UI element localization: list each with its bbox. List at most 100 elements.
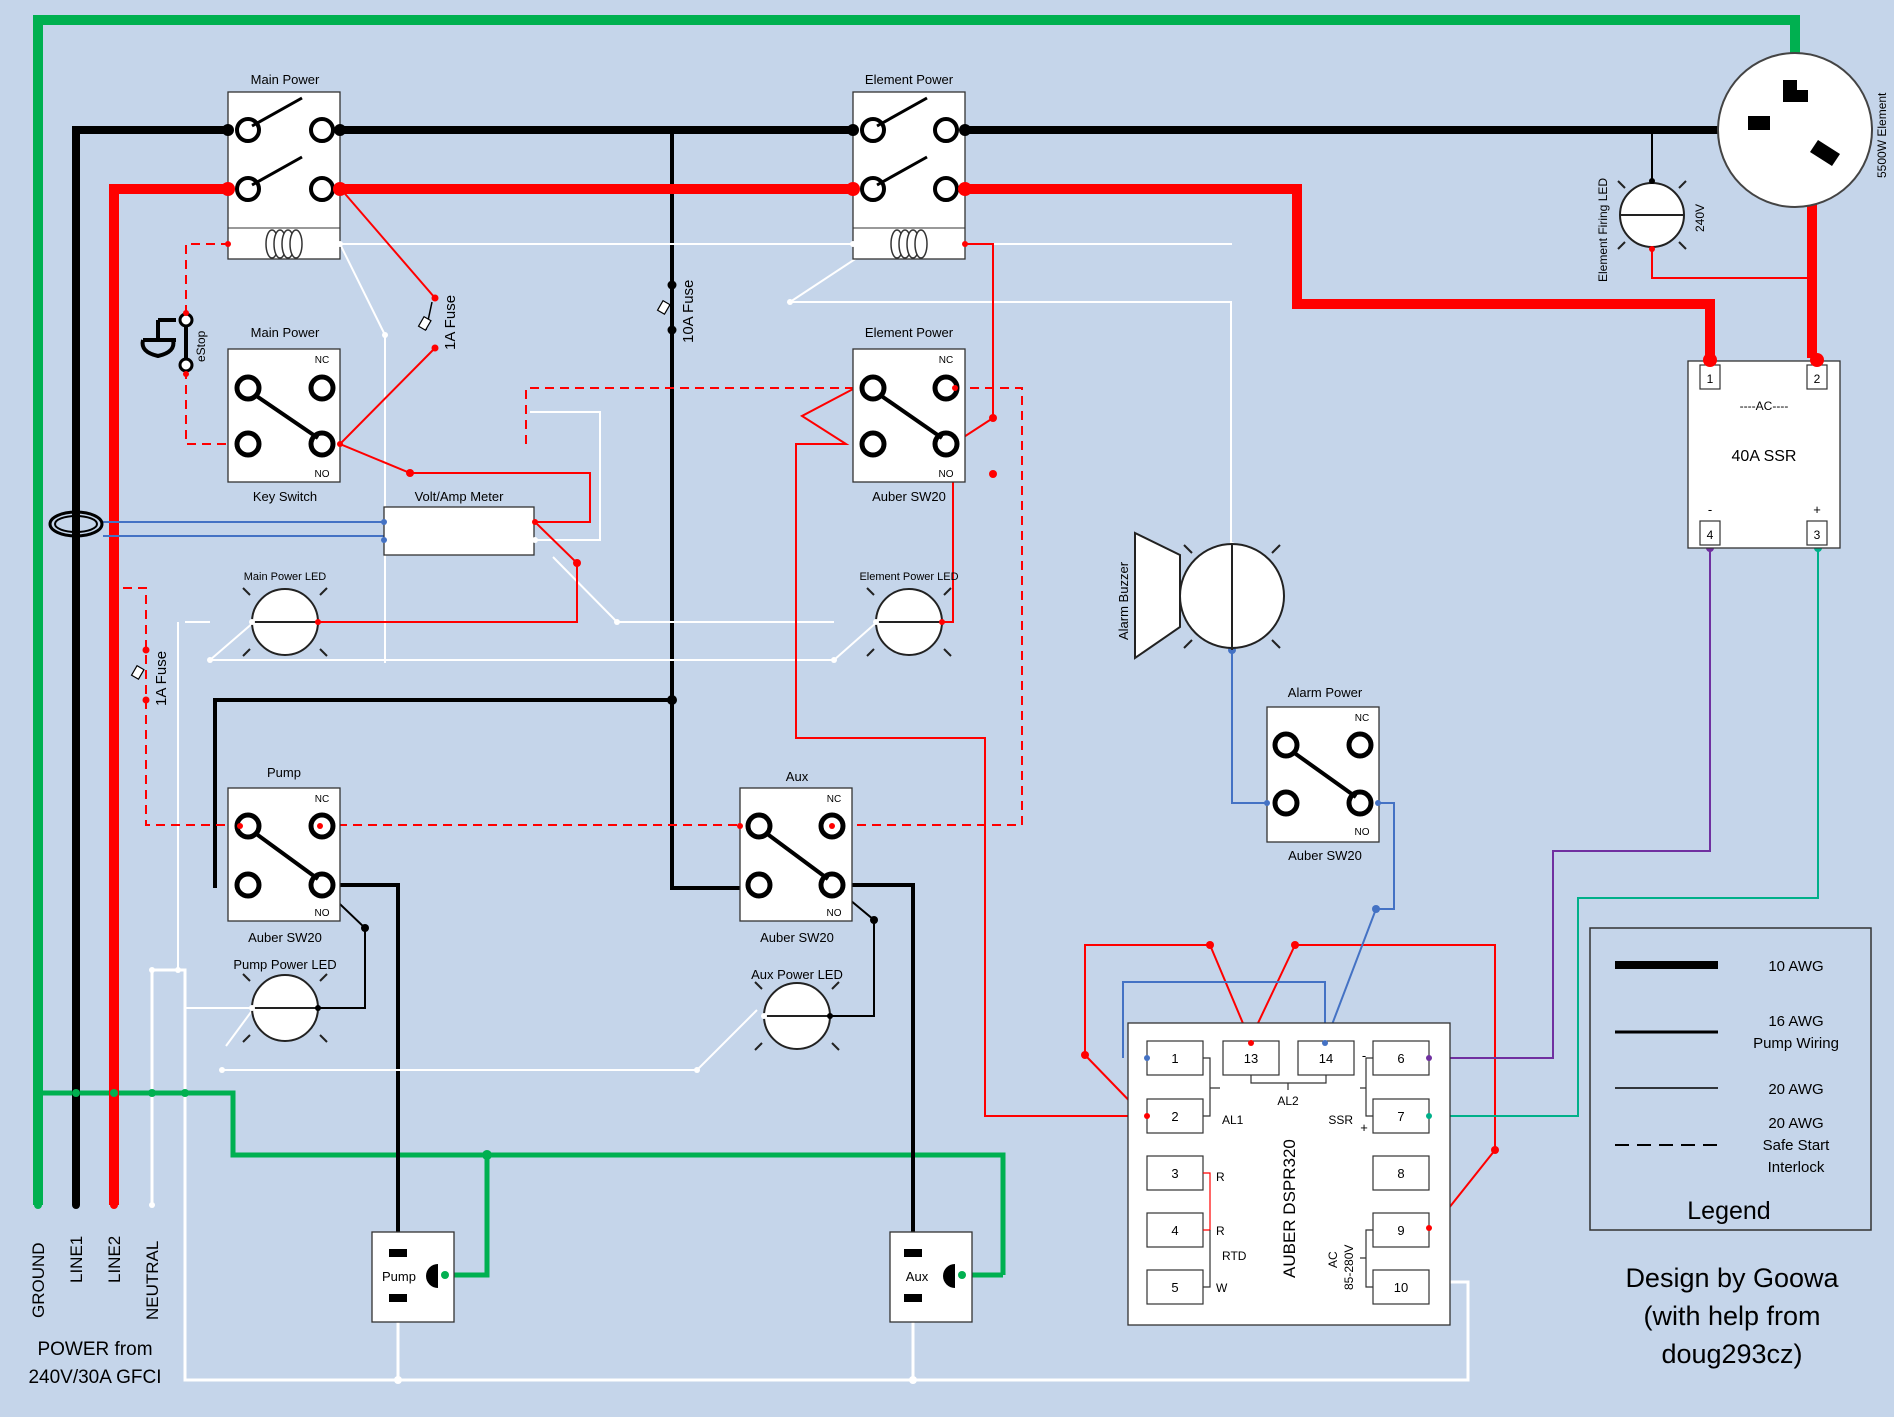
neutral-label: NEUTRAL bbox=[143, 1241, 162, 1320]
svg-text:NC: NC bbox=[315, 355, 329, 366]
element-switch-title: Element Power bbox=[865, 325, 954, 340]
current-transformer-icon bbox=[48, 510, 104, 538]
legend-item-4: 20 AWG bbox=[1768, 1115, 1823, 1132]
legend-item-4b: Safe Start bbox=[1763, 1137, 1831, 1154]
svg-text:NO: NO bbox=[827, 908, 842, 919]
main-power-led: Main Power LED bbox=[242, 571, 328, 657]
estop-icon: eStop bbox=[140, 310, 208, 377]
junction-dot bbox=[72, 1089, 80, 1097]
pump-led-wire bbox=[319, 884, 875, 1017]
volt-amp-meter: Volt/Amp Meter bbox=[381, 489, 538, 556]
legend-item-2b: Pump Wiring bbox=[1753, 1035, 1839, 1052]
junction-dot bbox=[110, 1089, 118, 1097]
element-firing-led: Element Firing LED 240V bbox=[1596, 178, 1707, 282]
junction-dot bbox=[1081, 1051, 1089, 1059]
svg-text:-: - bbox=[1708, 502, 1712, 517]
element-fuse: 10A Fuse bbox=[656, 280, 697, 343]
svg-text:2: 2 bbox=[1814, 372, 1821, 386]
junction-dot bbox=[148, 1089, 156, 1097]
svg-text:5: 5 bbox=[1171, 1280, 1178, 1295]
coil-icon bbox=[265, 229, 303, 259]
svg-text:7: 7 bbox=[1397, 1109, 1404, 1124]
main-fuse: 1A Fuse bbox=[417, 294, 459, 352]
junction-dot bbox=[614, 619, 620, 625]
svg-text:SSR: SSR bbox=[1328, 1113, 1353, 1127]
element-power-led: Element Power LED bbox=[859, 571, 959, 657]
svg-text:R: R bbox=[1216, 1170, 1225, 1184]
svg-text:NO: NO bbox=[315, 469, 330, 480]
ssr-name: 40A SSR bbox=[1732, 448, 1797, 465]
element-power-led-label: Element Power LED bbox=[859, 571, 958, 583]
pump-power-led-label: Pump Power LED bbox=[233, 957, 336, 972]
element-contactor-label: Element Power bbox=[865, 72, 954, 87]
svg-text:3: 3 bbox=[1814, 528, 1821, 542]
junction-dot bbox=[149, 967, 155, 973]
svg-text:NO: NO bbox=[315, 908, 330, 919]
junction-dot bbox=[1372, 905, 1380, 913]
junction-dot bbox=[394, 1376, 402, 1384]
junction-dot bbox=[573, 559, 581, 567]
svg-text:NO: NO bbox=[939, 469, 954, 480]
pump-power-led: Pump Power LED bbox=[233, 957, 337, 1043]
interlock-loop-wire bbox=[114, 387, 1023, 826]
svg-text:RTD: RTD bbox=[1222, 1249, 1247, 1263]
main-fuse-label: 1A Fuse bbox=[442, 295, 459, 350]
svg-text:4: 4 bbox=[1171, 1223, 1178, 1238]
fuse-main-wire bbox=[338, 187, 591, 523]
element-fuse-label: 10A Fuse bbox=[680, 280, 697, 343]
power-source-label: POWER from bbox=[37, 1339, 152, 1360]
line2-wire bbox=[109, 184, 1715, 1205]
pump-out-wire bbox=[320, 883, 400, 1254]
element-label: 5500W Element bbox=[1875, 92, 1889, 178]
controller-ac-label: AC bbox=[1326, 1251, 1340, 1268]
neutral-led-wire-2 bbox=[177, 621, 878, 970]
aux-switch-caption: Auber SW20 bbox=[760, 930, 834, 945]
pump-outlet-label: Pump bbox=[382, 1269, 416, 1284]
legend-title: Legend bbox=[1687, 1197, 1770, 1225]
element-receptacle: 5500W Element bbox=[1717, 52, 1889, 208]
junction-dot bbox=[175, 967, 181, 973]
svg-text:AL2: AL2 bbox=[1277, 1094, 1299, 1108]
alarm-switch: Alarm Power NC NO Auber SW20 bbox=[1266, 685, 1380, 863]
svg-text:4: 4 bbox=[1707, 528, 1714, 542]
ssr-plus-wire bbox=[1433, 548, 1819, 1117]
svg-text:NO: NO bbox=[1355, 827, 1370, 838]
credit-line-3: doug293cz) bbox=[1661, 1339, 1802, 1369]
svg-text:9: 9 bbox=[1397, 1223, 1404, 1238]
svg-text:13: 13 bbox=[1244, 1051, 1258, 1066]
alarm-buzzer-label: Alarm Buzzer bbox=[1116, 561, 1131, 640]
junction-dot bbox=[831, 657, 837, 663]
aux-power-led-label: Aux Power LED bbox=[751, 967, 843, 982]
svg-text:14: 14 bbox=[1319, 1051, 1333, 1066]
svg-text:AL1: AL1 bbox=[1222, 1113, 1244, 1127]
legend-item-1: 10 AWG bbox=[1768, 958, 1823, 975]
svg-text:8: 8 bbox=[1397, 1166, 1404, 1181]
power-labels: GROUND LINE1 LINE2 NEUTRAL POWER from 24… bbox=[28, 1201, 162, 1388]
controller-blue-loop bbox=[1122, 981, 1326, 1058]
firing-led-wire bbox=[1651, 245, 1812, 279]
pump-switch: Pump NC NO Auber SW20 bbox=[227, 765, 341, 945]
ground-pump-wire bbox=[445, 1155, 490, 1278]
credit-line-1: Design by Goowa bbox=[1625, 1263, 1839, 1293]
line1-label: LINE1 bbox=[67, 1236, 86, 1283]
ground-label: GROUND bbox=[29, 1242, 48, 1318]
contactor-terminal-dots bbox=[221, 124, 972, 247]
svg-text:W: W bbox=[1216, 1281, 1228, 1295]
meter-led-wire bbox=[320, 521, 578, 623]
element-contactor: Element Power bbox=[852, 72, 966, 260]
legend-item-4c: Interlock bbox=[1768, 1159, 1825, 1176]
aux-switch: Aux NC NO Auber SW20 bbox=[739, 769, 853, 945]
legend-item-2: 16 AWG bbox=[1768, 1013, 1823, 1030]
line1-wire bbox=[72, 126, 1795, 1205]
interlock-estop-wire bbox=[185, 243, 240, 445]
svg-text:1: 1 bbox=[1707, 372, 1714, 386]
key-switch-caption: Key Switch bbox=[253, 489, 317, 504]
aux-outlet-label: Aux bbox=[906, 1269, 929, 1284]
auber-controller: 1 2 3 4 5 13 14 6 7 8 9 10 AL1 AL2 - + S… bbox=[1127, 1022, 1451, 1326]
meter-label: Volt/Amp Meter bbox=[415, 489, 505, 504]
ssr-ac-label: ----AC---- bbox=[1740, 399, 1789, 413]
aux-outlet: Aux bbox=[889, 1231, 973, 1323]
svg-text:1: 1 bbox=[1171, 1051, 1178, 1066]
aux-power-led: Aux Power LED bbox=[751, 967, 843, 1051]
svg-text:NC: NC bbox=[1355, 713, 1369, 724]
